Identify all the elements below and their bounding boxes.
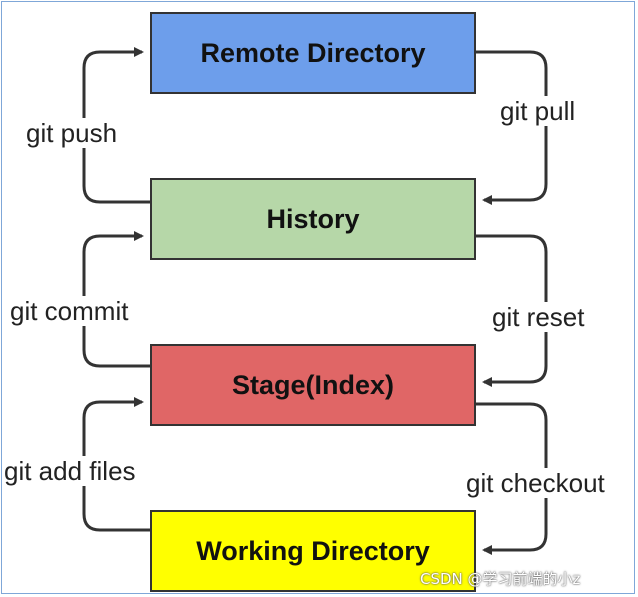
git-push-label: git push	[26, 118, 118, 148]
git-commit-label: git commit	[10, 296, 129, 326]
history-label: History	[266, 203, 360, 234]
git-pull-label: git pull	[500, 96, 576, 126]
stage-index-label: Stage(Index)	[231, 369, 395, 400]
remote-directory-label: Remote Directory	[200, 37, 426, 68]
working-directory-box: Working Directory	[150, 510, 476, 592]
watermark: CSDN @学习前端的小z	[420, 570, 581, 588]
history-box: History	[150, 178, 476, 260]
pull-arrow	[476, 50, 548, 205]
stage-index-box: Stage(Index)	[150, 344, 476, 426]
git-add-files-label: git add files	[4, 456, 136, 486]
git-reset-label: git reset	[492, 302, 585, 332]
working-directory-label: Working Directory	[196, 535, 430, 566]
git-checkout-label: git checkout	[466, 468, 605, 498]
remote-directory-box: Remote Directory	[150, 12, 476, 94]
